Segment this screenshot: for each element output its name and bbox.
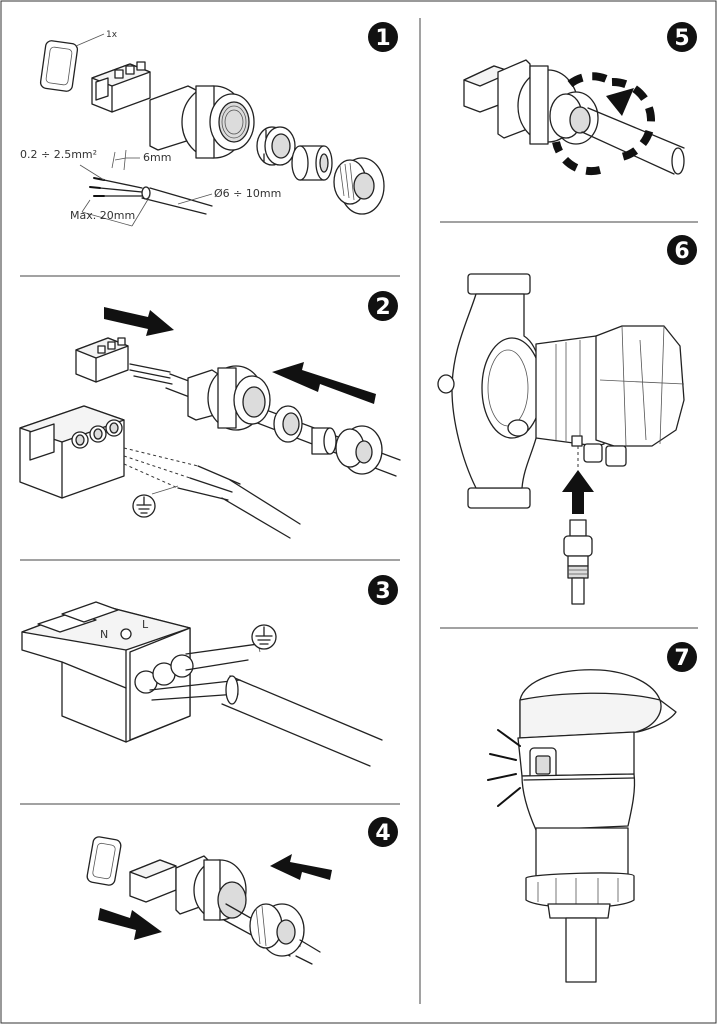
terminal-l-marker: L (142, 618, 149, 631)
wire-gauge-label: 0.2 ÷ 2.5mm² (20, 148, 97, 161)
clamp-insert (256, 126, 296, 166)
cable-gland-body (149, 85, 255, 159)
terminal-plug-large (19, 405, 125, 499)
direction-arrow-left (272, 362, 376, 404)
step-badge-2: 2 (368, 291, 398, 321)
gland-on-cable (165, 365, 401, 477)
gasket (86, 836, 122, 886)
direction-arrow-right (98, 908, 162, 940)
terminal-plug-small (75, 337, 129, 383)
strip-length-label: 6mm (143, 151, 171, 164)
step-badge-5: 5 (667, 22, 697, 52)
stripped-cable (89, 177, 213, 215)
step-6-pump (437, 273, 685, 605)
quantity-label: 1x (106, 30, 118, 40)
insert-arrow-icon (562, 470, 594, 514)
seal-ring (291, 145, 333, 181)
connector-on-cable (563, 519, 593, 605)
earth-ground-icon (132, 485, 179, 518)
gland-nut (333, 157, 385, 215)
max-length-label: Max. 20mm (70, 209, 135, 222)
direction-arrow-right (104, 307, 174, 336)
earth-ground-icon (251, 624, 277, 653)
step-7-led-check (487, 669, 677, 983)
step-badge-1: 1 (368, 22, 398, 52)
step-5-tighten (463, 59, 685, 176)
cable-diameter-label: Ø6 ÷ 10mm (214, 187, 281, 200)
step-2-assembly (19, 307, 401, 539)
terminal-plug (91, 61, 151, 113)
step-badge-4: 4 (368, 817, 398, 847)
led-light-icon (487, 729, 521, 807)
step-1-parts: 1x (20, 30, 385, 227)
step-number: 1 (375, 26, 390, 51)
step-badge-6: 6 (667, 235, 697, 265)
step-number: 4 (375, 821, 390, 846)
terminal-n-marker: N (100, 628, 108, 641)
direction-arrow-left (270, 854, 332, 880)
step-badge-7: 7 (667, 642, 697, 672)
step-4-assembly (86, 836, 332, 965)
step-number: 3 (375, 579, 390, 604)
step-number: 5 (674, 26, 689, 51)
step-number: 7 (674, 646, 689, 671)
step-number: 2 (375, 295, 390, 320)
step-3-connector: N L (21, 601, 383, 767)
step-number: 6 (674, 239, 689, 264)
step-badge-3: 3 (368, 575, 398, 605)
rotate-arrow-icon (552, 72, 655, 176)
